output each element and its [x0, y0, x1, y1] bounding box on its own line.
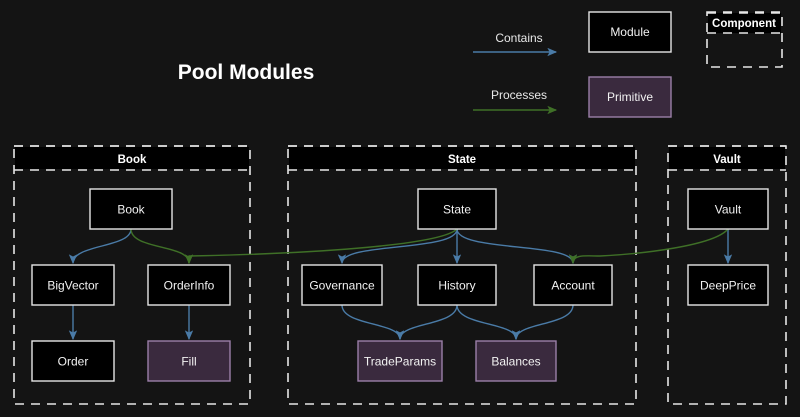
node-vault[interactable]: Vault [687, 188, 769, 230]
node-deepprice[interactable]: DeepPrice [687, 264, 769, 306]
node-box-orderinfo [147, 264, 231, 306]
edge-processes-book-to-orderinfo [130, 228, 194, 265]
node-box-account [533, 264, 613, 306]
legend-primitive-box [588, 76, 672, 118]
node-balances[interactable]: Balances [475, 340, 557, 382]
legend-edge-contains: Contains [473, 31, 558, 57]
legend-primitive-label: Primitive [607, 90, 653, 104]
node-label-balances: Balances [491, 355, 540, 369]
node-box-history [417, 264, 497, 306]
group-header-vault [669, 147, 785, 169]
legend-edge-processes-label: Processes [491, 88, 547, 102]
node-label-history: History [438, 279, 475, 293]
node-box-state [417, 188, 497, 230]
node-box-fill [147, 340, 231, 382]
edge-contains-state-to-account [456, 228, 578, 265]
legend-component-head [708, 13, 781, 33]
node-label-account: Account [551, 279, 595, 293]
node-label-order: Order [58, 355, 89, 369]
node-state[interactable]: State [417, 188, 497, 230]
edge-contains-book-to-bigvector [68, 228, 132, 265]
node-box-tradeparams [357, 340, 443, 382]
node-box-governance [301, 264, 383, 306]
legend-module-box [588, 11, 672, 53]
legend-shape-component: Component [706, 11, 783, 68]
node-box-bigvector [31, 264, 115, 306]
group-header-book [15, 147, 249, 169]
legend-shapes: Module Primitive Component [588, 11, 783, 118]
node-label-state: State [443, 203, 471, 217]
node-book[interactable]: Book [89, 188, 173, 230]
edge-contains-history-to-tradeparams [395, 304, 458, 341]
node-governance[interactable]: Governance [301, 264, 383, 306]
edge-contains-state-to-governance [337, 228, 458, 265]
node-box-deepprice [687, 264, 769, 306]
legend-edges: Contains Processes [473, 31, 558, 115]
component-group-vault[interactable]: Vault [667, 145, 787, 405]
node-label-fill: Fill [181, 355, 196, 369]
legend-shape-primitive: Primitive [588, 76, 672, 118]
edge-processes-vault-to-account [568, 228, 729, 265]
node-box-order [31, 340, 115, 382]
node-label-tradeparams: TradeParams [364, 355, 436, 369]
legend-shape-module: Module [588, 11, 672, 53]
node-box-balances [475, 340, 557, 382]
edge-processes-state-to-orderinfo [184, 228, 458, 265]
component-group-state[interactable]: State [287, 145, 637, 405]
group-title-book: Book [118, 154, 147, 166]
group-header-state [289, 147, 635, 169]
edge-contains-history-to-balances [456, 304, 521, 341]
legend-component-label: Component [712, 18, 776, 30]
node-label-deepprice: DeepPrice [700, 279, 756, 293]
legend-edge-contains-label: Contains [495, 31, 542, 45]
node-label-bigvector: BigVector [47, 279, 98, 293]
edge-contains-governance-to-tradeparams [341, 304, 405, 341]
node-label-book: Book [117, 203, 145, 217]
node-label-vault: Vault [715, 203, 742, 217]
node-orderinfo[interactable]: OrderInfo [147, 264, 231, 306]
edge-contains-account-to-balances [511, 304, 574, 341]
group-title-state: State [448, 154, 476, 166]
node-order[interactable]: Order [31, 340, 115, 382]
node-bigvector[interactable]: BigVector [31, 264, 115, 306]
group-border-vault [667, 145, 787, 405]
node-account[interactable]: Account [533, 264, 613, 306]
node-box-book [89, 188, 173, 230]
edges [68, 228, 733, 341]
legend-module-label: Module [610, 25, 650, 39]
component-group-book[interactable]: Book [13, 145, 251, 405]
legend-edge-processes: Processes [473, 88, 558, 115]
node-label-orderinfo: OrderInfo [164, 279, 215, 293]
group-title-vault: Vault [713, 154, 741, 166]
node-box-vault [687, 188, 769, 230]
page-title: Pool Modules [178, 61, 315, 84]
legend-component-box [706, 11, 783, 68]
node-history[interactable]: History [417, 264, 497, 306]
node-fill[interactable]: Fill [147, 340, 231, 382]
node-tradeparams[interactable]: TradeParams [357, 340, 443, 382]
node-label-governance: Governance [309, 279, 375, 293]
